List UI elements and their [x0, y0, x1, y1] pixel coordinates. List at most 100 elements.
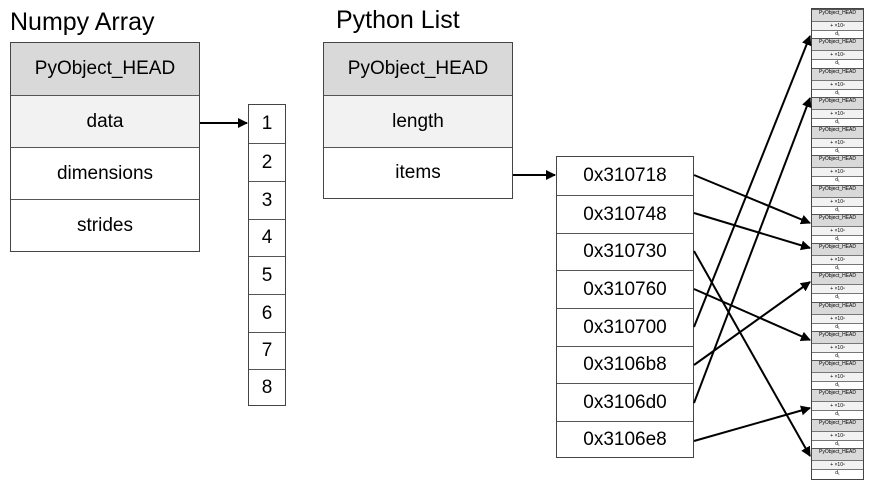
- object-head-label: PyObject_HEAD: [812, 155, 863, 169]
- pointer-address: 0x310730: [557, 233, 693, 270]
- numpy-data-buffer: 1 2 3 4 5 6 7 8: [248, 104, 286, 406]
- object-value-label: + ×10ⁿ: [812, 459, 863, 470]
- object-digit-label: d₁: [812, 293, 863, 303]
- object-head-label: PyObject_HEAD: [812, 126, 863, 139]
- object-head-label: PyObject_HEAD: [812, 67, 863, 81]
- buffer-value: 8: [249, 369, 285, 405]
- object-digit-label: d₁: [812, 30, 863, 39]
- object-digit-label: d₁: [812, 410, 863, 420]
- object-head-label: PyObject_HEAD: [812, 272, 863, 286]
- numpy-field-data: data: [11, 95, 199, 147]
- object-head-label: PyObject_HEAD: [812, 389, 863, 403]
- object-digit-label: d₁: [812, 88, 863, 98]
- object-reference-arrow: [693, 288, 811, 341]
- buffer-value: 2: [249, 143, 285, 181]
- object-value-label: + ×10ⁿ: [812, 138, 863, 148]
- object-digit-label: d₁: [812, 147, 863, 156]
- pointer-address: 0x3106d0: [557, 383, 693, 421]
- object-digit-label: d₁: [812, 205, 863, 215]
- numpy-array-struct: PyObject_HEAD data dimensions strides: [10, 42, 200, 252]
- object-head-label: PyObject_HEAD: [812, 9, 863, 22]
- object-head-label: PyObject_HEAD: [812, 243, 863, 256]
- object-reference-arrow: [693, 35, 812, 328]
- buffer-value: 6: [249, 294, 285, 332]
- object-value-label: + ×10ⁿ: [812, 401, 863, 412]
- object-head-label: PyObject_HEAD: [812, 301, 863, 315]
- object-value-label: + ×10ⁿ: [812, 313, 863, 324]
- pointer-address: 0x3106e8: [557, 421, 693, 457]
- object-digit-label: d₁: [812, 322, 863, 332]
- object-reference-arrow: [693, 97, 812, 404]
- pointer-address: 0x310700: [557, 308, 693, 346]
- object-value-label: + ×10ⁿ: [812, 167, 863, 178]
- object-value-label: + ×10ⁿ: [812, 108, 863, 119]
- numpy-field-pyobject-head: PyObject_HEAD: [11, 43, 199, 95]
- buffer-value: 7: [249, 332, 285, 369]
- object-digit-label: d₁: [812, 234, 863, 244]
- list-field-pyobject-head: PyObject_HEAD: [324, 43, 512, 95]
- object-value-label: + ×10ⁿ: [812, 372, 863, 382]
- buffer-value: 1: [261, 113, 273, 134]
- object-head-label: PyObject_HEAD: [812, 96, 863, 110]
- object-head-label: PyObject_HEAD: [812, 38, 863, 52]
- object-value-label: + ×10ⁿ: [812, 225, 863, 236]
- object-value-label: + ×10ⁿ: [812, 342, 863, 353]
- object-digit-label: d₁: [812, 468, 863, 478]
- list-field-length: length: [324, 95, 512, 147]
- object-reference-arrow: [693, 174, 811, 225]
- object-digit-label: d₁: [812, 439, 863, 449]
- object-reference-arrow: [693, 212, 811, 251]
- list-field-items: items: [324, 147, 512, 198]
- object-value-label: + ×10ⁿ: [812, 255, 863, 265]
- object-head-label: PyObject_HEAD: [812, 330, 863, 344]
- pointer-address: 0x3106b8: [557, 346, 693, 383]
- object-head-label: PyObject_HEAD: [812, 213, 863, 227]
- object-head-label: PyObject_HEAD: [812, 184, 863, 198]
- numpy-array-title: Numpy Array: [10, 8, 155, 36]
- object-value-label: + ×10ⁿ: [812, 430, 863, 441]
- object-value-label: + ×10ⁿ: [812, 21, 863, 31]
- object-digit-label: d₁: [812, 117, 863, 127]
- numpy-field-dimensions: dimensions: [11, 147, 199, 199]
- pointer-address: 0x310748: [557, 195, 693, 233]
- object-head-label: PyObject_HEAD: [812, 418, 863, 432]
- pointer-address: 0x310718: [583, 165, 667, 186]
- pointer-array: 0x310718 0x310748 0x310730 0x310760 0x31…: [556, 156, 694, 458]
- object-head-label: PyObject_HEAD: [812, 447, 863, 461]
- object-digit-label: d₁: [812, 176, 863, 186]
- object-digit-label: d₁: [812, 351, 863, 361]
- buffer-value: 4: [249, 219, 285, 256]
- python-list-struct: PyObject_HEAD length items: [323, 42, 513, 199]
- pointer-address: 0x310760: [557, 270, 693, 308]
- object-value-label: + ×10ⁿ: [812, 50, 863, 61]
- object-value-label: + ×10ⁿ: [812, 79, 863, 90]
- buffer-value: 3: [249, 181, 285, 219]
- object-reference-arrow: [693, 250, 811, 457]
- object-digit-label: d₁: [812, 264, 863, 273]
- object-value-label: + ×10ⁿ: [812, 284, 863, 295]
- object-reference-arrow: [693, 405, 811, 442]
- buffer-value: 5: [249, 256, 285, 294]
- object-digit-label: d₁: [812, 381, 863, 390]
- object-value-label: + ×10ⁿ: [812, 196, 863, 207]
- numpy-field-strides: strides: [11, 199, 199, 251]
- python-list-title: Python List: [336, 6, 460, 34]
